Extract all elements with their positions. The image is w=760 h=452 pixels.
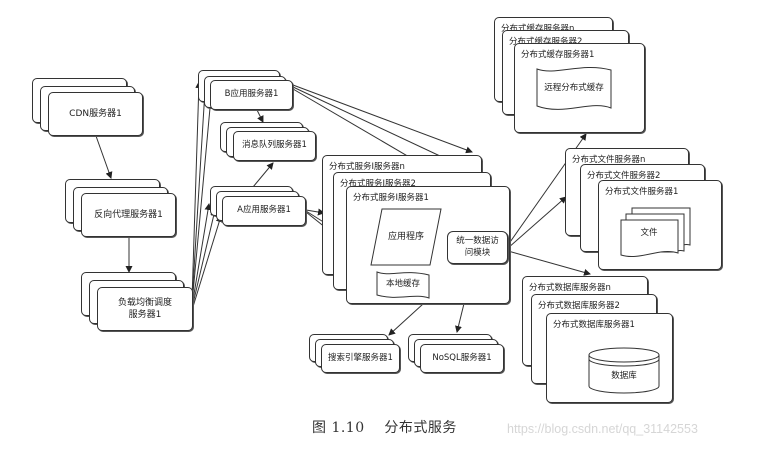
watermark: https://blog.csdn.net/qq_31142553	[507, 422, 698, 436]
file-shape	[620, 207, 691, 257]
reverse-proxy-1[interactable]: 反向代理服务器1	[81, 193, 176, 237]
remote-cache-shape	[536, 66, 612, 110]
app-a-server-label: A应用服务器1	[237, 205, 291, 216]
cache-server-title-2: 分布式缓存服务器2	[509, 37, 583, 47]
nosql-server-label: NoSQL服务器1	[432, 352, 492, 363]
remote-cache-text: 远程分布式缓存	[544, 83, 604, 94]
database-text: 数据库	[611, 371, 637, 382]
file-label: 文件	[620, 220, 678, 248]
cdn-server-1[interactable]: CDN服务器1	[48, 92, 143, 136]
db-server-title-n: 分布式数据库服务器n	[529, 283, 611, 293]
dist-service-title-n: 分布式服务I服务器n	[329, 162, 405, 172]
arrow-lb-to-appa-2	[191, 209, 218, 309]
local-cache-label: 本地缓存	[376, 273, 430, 297]
data-access-label-line2: 问模块	[464, 247, 491, 258]
cache-server-title-1: 分布式缓存服务器1	[521, 50, 595, 60]
search-server-1[interactable]: 搜索引擎服务器1	[321, 344, 400, 373]
reverse-proxy-label: 反向代理服务器1	[94, 209, 163, 220]
app-program-text: 应用程序	[387, 231, 424, 242]
app-b-server-1[interactable]: B应用服务器1	[210, 80, 293, 110]
arrow-lb-to-appb-3	[191, 96, 214, 305]
nosql-server-1[interactable]: NoSQL服务器1	[420, 344, 504, 373]
arrow-appb-to-dist-n	[292, 84, 473, 154]
arrow-data-to-db	[507, 250, 591, 276]
cdn-server-label: CDN服务器1	[69, 108, 122, 119]
app-program-label: 应用程序	[370, 208, 442, 266]
file-server-title-1: 分布式文件服务器1	[605, 187, 679, 197]
cache-server-title-n: 分布式缓存服务器n	[501, 24, 575, 34]
file-server-title-2: 分布式文件服务器2	[587, 171, 661, 181]
file-text: 文件	[640, 228, 658, 239]
file-server-title-n: 分布式文件服务器n	[572, 155, 646, 165]
db-server-title-1: 分布式数据库服务器1	[553, 320, 635, 330]
arrow-cdn-to-proxy	[95, 135, 113, 179]
load-balancer-1[interactable]: 负载均衡调度 服务器1	[97, 287, 193, 331]
database-label: 数据库	[588, 366, 660, 388]
arrow-lb-to-appb-2	[191, 89, 209, 303]
data-access-label-line1: 统一数据访	[456, 236, 499, 247]
search-server-label: 搜索引擎服务器1	[328, 352, 393, 363]
figure-caption: 图 1.10 分布式服务	[312, 420, 457, 436]
local-cache-text: 本地缓存	[385, 279, 420, 290]
local-cache-shape	[376, 271, 430, 299]
db-server-title-2: 分布式数据库服务器2	[538, 301, 620, 311]
load-balancer-label-line1: 负载均衡调度	[117, 297, 172, 308]
app-b-server-label: B应用服务器1	[224, 89, 279, 100]
arrow-lb-to-appa-3	[191, 215, 223, 311]
app-program-shape	[370, 208, 442, 266]
data-access-module[interactable]: 统一数据访 问模块	[447, 231, 508, 264]
mq-server-label: 消息队列服务器1	[242, 140, 307, 151]
database-cylinder	[588, 347, 660, 394]
dist-service-title-1: 分布式服务I服务器1	[353, 193, 429, 203]
remote-cache-label: 远程分布式缓存	[536, 68, 612, 110]
arrow-lb-to-appb-1	[191, 81, 203, 301]
arrow-appa-to-mq	[252, 162, 274, 188]
app-a-server-1[interactable]: A应用服务器1	[222, 196, 306, 226]
load-balancer-label-line2: 服务器1	[128, 310, 162, 320]
arrow-appa-to-dist-n	[305, 208, 325, 216]
dist-service-title-2: 分布式服务I服务器2	[340, 179, 416, 189]
arrow-appb-to-mq	[255, 107, 264, 123]
arrow-data-to-file	[507, 196, 567, 249]
arrow-lb-to-appa-1	[191, 203, 212, 307]
mq-server-1[interactable]: 消息队列服务器1	[233, 131, 316, 161]
